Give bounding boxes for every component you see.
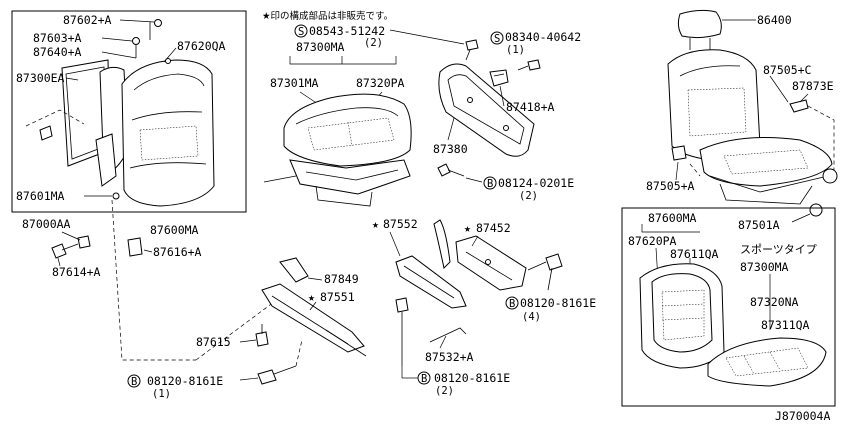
label-87532A: 87532+A — [425, 350, 474, 364]
label-87600MA-main: 87600MA — [150, 223, 199, 237]
screw-08543 — [465, 39, 479, 61]
screw-08340 — [517, 59, 541, 71]
label-08120-left-qty: (1) — [152, 388, 171, 400]
label-87551: 87551 — [320, 290, 355, 304]
label-08543: 08543-51242 — [309, 24, 385, 38]
seatback-cushion — [121, 59, 215, 207]
recliner-parts — [25, 109, 120, 200]
diagram-id: J870004A — [775, 409, 830, 423]
knob-87873E — [822, 168, 838, 184]
trim-87873E — [789, 99, 809, 113]
seat-cushion-frame — [289, 159, 411, 207]
label-87603A: 87603+A — [33, 31, 82, 45]
label-08543-qty: (2) — [364, 37, 383, 49]
cap-87505A — [671, 145, 687, 161]
label-87505C: 87505+C — [763, 63, 812, 77]
bolt-87615 — [255, 324, 269, 347]
label-87873E: 87873E — [792, 79, 834, 93]
label-87615: 87615 — [196, 335, 231, 349]
label-87301MA: 87301MA — [270, 76, 319, 90]
circle-b-symbol-4 — [127, 374, 141, 388]
label-87602A: 87602+A — [63, 13, 112, 27]
symbol-b-3: B — [421, 373, 427, 385]
bolt-87614A — [51, 235, 91, 259]
label-87300MA: 87300MA — [296, 40, 345, 54]
headrest-86400 — [677, 9, 722, 50]
star-87551: ★ — [308, 290, 315, 304]
label-08120-right-qty: (4) — [522, 311, 541, 323]
seatback-frame — [61, 59, 129, 177]
label-87600MA-sport: 87600MA — [648, 211, 697, 225]
label-87849: 87849 — [324, 272, 359, 286]
circle-b-symbol-3 — [417, 371, 431, 385]
label-87452: 87452 — [476, 221, 511, 235]
label-08120-left: 08120-8161E — [147, 374, 223, 388]
label-87616A: 87616+A — [153, 245, 202, 259]
wire-87532A — [429, 327, 467, 343]
label-08340: 08340-40642 — [505, 30, 581, 44]
label-87300EA: 87300EA — [16, 71, 65, 85]
side-cover-87380 — [438, 63, 535, 157]
label-87552: 87552 — [383, 217, 418, 231]
rail-87552 — [395, 219, 467, 309]
label-08340-qty: (1) — [506, 44, 525, 56]
sport-cushion — [707, 337, 827, 387]
knob-87418A — [489, 69, 509, 87]
label-87614A: 87614+A — [52, 265, 101, 279]
bolt-08120-middle — [395, 297, 409, 366]
symbol-s-1: S — [298, 26, 304, 38]
label-87311QA: 87311QA — [761, 318, 810, 332]
circle-b-symbol-2 — [505, 296, 519, 310]
star-87552: ★ — [372, 217, 379, 231]
assembled-seat — [667, 49, 833, 205]
label-86400: 86400 — [757, 13, 792, 27]
label-87611QA: 87611QA — [670, 247, 719, 261]
symbol-s-2: S — [494, 33, 500, 45]
seat-cushion — [283, 93, 412, 167]
slide-rail-87551 — [261, 257, 367, 357]
label-08120-middle: 08120-8161E — [434, 371, 510, 385]
label-87620QA: 87620QA — [177, 39, 226, 53]
circle-s-symbol — [294, 24, 308, 38]
label-08124-qty: (2) — [519, 190, 538, 202]
symbol-b-1: B — [487, 178, 493, 190]
sport-type-box — [621, 207, 836, 407]
bolt-08124 — [437, 163, 465, 177]
label-87601MA: 87601MA — [16, 189, 65, 203]
seatback-group-box — [11, 10, 247, 213]
header-note: ★印の構成部品は非販売です。 — [262, 10, 393, 22]
symbol-b-2: B — [509, 298, 515, 310]
circle-b-symbol-1 — [483, 176, 497, 190]
label-87320NA: 87320NA — [750, 295, 799, 309]
star-87452: ★ — [464, 221, 471, 235]
label-87505A: 87505+A — [646, 179, 695, 193]
label-sport-type: スポーツタイプ — [740, 243, 817, 256]
label-08120-middle-qty: (2) — [435, 385, 454, 397]
label-87000AA: 87000AA — [22, 217, 71, 231]
circle-s-symbol-2 — [490, 31, 504, 45]
label-87380: 87380 — [433, 142, 468, 156]
label-87300MA-sport: 87300MA — [740, 260, 789, 274]
label-87501A: 87501A — [738, 218, 780, 232]
lever-87501A — [809, 203, 823, 217]
label-87418A: 87418+A — [506, 100, 555, 114]
bolt-08120-right — [545, 253, 563, 291]
symbol-b-4: B — [131, 376, 137, 388]
label-08120-right: 08120-8161E — [520, 296, 596, 310]
sport-seatback — [639, 263, 725, 369]
label-08124: 08124-0201E — [498, 176, 574, 190]
rail-87452 — [455, 235, 527, 291]
label-87320PA: 87320PA — [356, 76, 405, 90]
clip-87616A — [127, 237, 143, 257]
headrest-stay-parts — [132, 19, 171, 64]
label-87620PA: 87620PA — [628, 234, 677, 248]
label-87640A: 87640+A — [33, 45, 82, 59]
bolt-08120-left — [257, 365, 297, 385]
